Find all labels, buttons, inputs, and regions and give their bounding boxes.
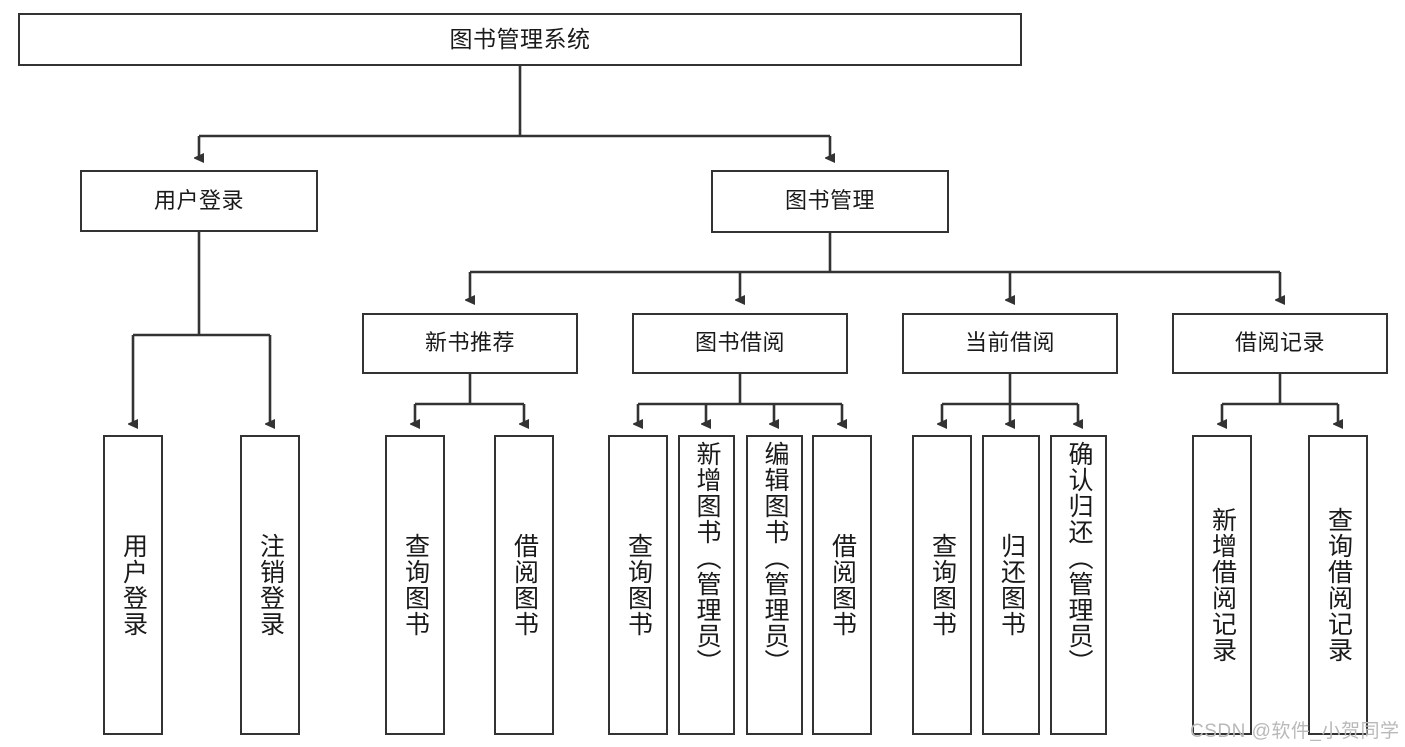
node-label: 编辑图书（管理员）: [761, 441, 789, 675]
node-leaf-add-book-admin[interactable]: 新增图书（管理员）: [678, 435, 735, 735]
node-leaf-add-borrow-record[interactable]: 新增借阅记录: [1192, 435, 1252, 735]
node-label: 新增图书（管理员）: [693, 441, 721, 675]
node-label: 查询图书: [928, 533, 957, 637]
node-new-book-recommend[interactable]: 新书推荐: [362, 313, 578, 374]
node-label: 查询图书: [624, 533, 653, 637]
node-label: 用户登录: [153, 187, 244, 213]
node-current-borrow[interactable]: 当前借阅: [902, 313, 1118, 374]
node-book-management[interactable]: 图书管理: [711, 170, 949, 233]
node-label: 新书推荐: [424, 330, 515, 356]
node-label: 用户登录: [119, 533, 148, 637]
node-label: 借阅图书: [510, 533, 539, 637]
node-label: 图书管理: [784, 188, 875, 214]
node-leaf-query-borrow-record[interactable]: 查询借阅记录: [1308, 435, 1368, 735]
node-label: 图书借阅: [694, 330, 785, 356]
node-label: 当前借阅: [964, 330, 1055, 356]
node-root-system[interactable]: 图书管理系统: [18, 13, 1022, 66]
node-leaf-borrow-book-borrow[interactable]: 借阅图书: [812, 435, 872, 735]
node-leaf-edit-book-admin[interactable]: 编辑图书（管理员）: [746, 435, 803, 735]
node-label: 查询图书: [401, 533, 430, 637]
node-leaf-query-book-current[interactable]: 查询图书: [912, 435, 972, 735]
node-borrow-record[interactable]: 借阅记录: [1172, 313, 1388, 374]
node-label: 查询借阅记录: [1324, 507, 1353, 663]
node-label: 图书管理系统: [449, 25, 591, 52]
node-leaf-query-book-borrow[interactable]: 查询图书: [608, 435, 668, 735]
node-label: 新增借阅记录: [1208, 507, 1237, 663]
node-leaf-borrow-book-recommend[interactable]: 借阅图书: [494, 435, 554, 735]
node-label: 归还图书: [997, 533, 1026, 637]
node-user-login[interactable]: 用户登录: [80, 170, 318, 232]
node-leaf-return-book[interactable]: 归还图书: [982, 435, 1040, 735]
node-label: 注销登录: [256, 533, 285, 637]
node-label: 借阅记录: [1234, 330, 1325, 356]
node-leaf-query-book-recommend[interactable]: 查询图书: [385, 435, 445, 735]
node-label: 确认归还（管理员）: [1065, 441, 1093, 675]
node-leaf-logout-login[interactable]: 注销登录: [240, 435, 300, 735]
node-leaf-confirm-return-admin[interactable]: 确认归还（管理员）: [1050, 435, 1107, 735]
node-book-borrow[interactable]: 图书借阅: [632, 313, 848, 374]
node-label: 借阅图书: [828, 533, 857, 637]
csdn-watermark: CSDN @软件_小贺同学: [1190, 721, 1400, 742]
node-leaf-user-login[interactable]: 用户登录: [103, 435, 163, 735]
